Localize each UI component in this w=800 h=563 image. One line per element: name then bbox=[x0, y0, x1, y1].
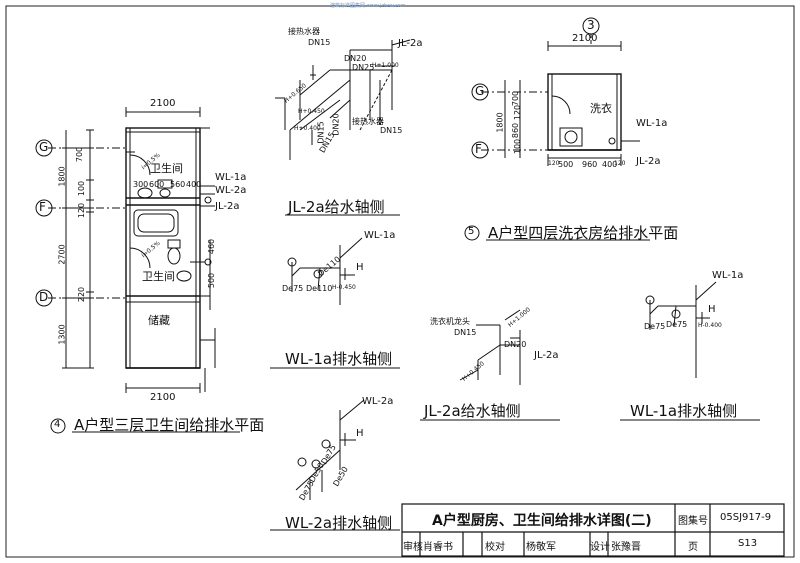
room-bath-upper: 卫生间 bbox=[150, 162, 183, 175]
wl1a-right-de75b: De75 bbox=[666, 320, 688, 329]
wl1a-right-label: WL-1a bbox=[712, 270, 744, 281]
plan4-dim-bottom: 2100 bbox=[150, 392, 176, 403]
axis-d-label: D bbox=[39, 290, 49, 304]
fixture-dim-1: 300 bbox=[133, 180, 149, 189]
plan4-dim-top: 2100 bbox=[150, 98, 176, 109]
plan4-left-dim-2: 100 bbox=[77, 180, 87, 197]
wl2a-bottom-label: WL-2a bbox=[362, 396, 394, 407]
atlas-value: 05SJ917-9 bbox=[720, 512, 772, 523]
watermark: 建筑标准图集网 www.jzbzw.com bbox=[330, 3, 406, 9]
caption-5-number: 5 bbox=[468, 226, 475, 237]
caption-5: A户型四层洗衣房给排水平面 bbox=[488, 224, 679, 242]
jl-right-label-3: DN20 bbox=[504, 340, 527, 349]
pipe-wl1a-label: WL-1a bbox=[215, 172, 247, 183]
jl2a-axon-top bbox=[275, 39, 411, 216]
caption-wl1a-right: WL-1a排水轴侧 bbox=[630, 402, 738, 420]
wl1a-mid-de110b: De110 bbox=[306, 284, 333, 293]
jl2a-axon-right bbox=[420, 309, 560, 421]
room-bath-lower: 卫生间 bbox=[142, 270, 175, 283]
jl-top-label-4: DN25 bbox=[352, 63, 375, 72]
plan5-axis-f: F bbox=[475, 142, 482, 156]
right-dim-2: 500 bbox=[207, 272, 217, 289]
drawing-title: A户型厨房、卫生间给排水详图(二) bbox=[432, 513, 652, 529]
pipe-jl2a-label: JL-2a bbox=[215, 201, 240, 212]
review-name: 肖睿书 bbox=[423, 542, 453, 553]
plan5-bottom-dim-4: 400 bbox=[602, 160, 618, 169]
wl2a-bottom-h: H bbox=[356, 428, 364, 439]
wl1a-right-de75a: De75 bbox=[644, 322, 666, 331]
wl2a-axon-bottom bbox=[270, 399, 400, 531]
plan5-bottom-dim-3: 960 bbox=[582, 160, 598, 169]
plan5-left-dim-3: 1800 bbox=[495, 112, 505, 133]
wl1a-right-h-level: H-0.400 bbox=[698, 322, 722, 329]
jl-top-label-13: 接热水器 bbox=[352, 117, 384, 126]
plan5-left-dim-4: 860 bbox=[511, 122, 521, 139]
fixture-dim-4: 400 bbox=[186, 180, 202, 189]
wl1a-right-h: H bbox=[708, 304, 716, 315]
right-dim-1: 460 bbox=[207, 238, 217, 255]
design-name: 张豫晋 bbox=[611, 542, 641, 553]
plan5-left-dim-1: 700 bbox=[511, 90, 521, 107]
fixture-dim-2: 600 bbox=[149, 180, 165, 189]
wl1a-mid-h: H bbox=[356, 262, 364, 273]
plan4-left-dim-7: 1300 bbox=[57, 324, 67, 345]
plan-5-drawing bbox=[464, 17, 650, 241]
jl-top-label-5: JL-2a bbox=[398, 38, 423, 49]
jl-top-label-8: H+0.450 bbox=[298, 108, 325, 115]
atlas-label: 图集号 bbox=[678, 516, 708, 527]
caption-4-number: 4 bbox=[54, 419, 61, 430]
jl-right-label-1: 洗衣机龙头 bbox=[430, 317, 470, 326]
plan5-bottom-dim-5: 120 bbox=[614, 160, 626, 167]
page-label: 页 bbox=[688, 542, 698, 553]
room-laundry: 洗衣 bbox=[590, 102, 612, 115]
plan5-pipe-jl2a: JL-2a bbox=[636, 156, 661, 167]
check-name: 杨敬军 bbox=[526, 542, 556, 553]
plan5-axis-g: G bbox=[475, 84, 485, 98]
plan5-bottom-dim-2: 500 bbox=[558, 160, 574, 169]
plan4-left-dim-3: 1800 bbox=[57, 166, 67, 187]
axis-3-label: 3 bbox=[587, 18, 595, 32]
caption-wl1a-mid: WL-1a排水轴侧 bbox=[285, 350, 393, 368]
jl-top-label-2: DN15 bbox=[308, 38, 331, 47]
jl-top-label-14: DN15 bbox=[380, 126, 403, 135]
fixture-dim-3: 560 bbox=[170, 180, 186, 189]
plan5-pipe-wl1a: WL-1a bbox=[636, 118, 668, 129]
caption-wl2a-bottom: WL-2a排水轴侧 bbox=[285, 514, 393, 532]
plan4-left-dim-6: 220 bbox=[77, 286, 87, 303]
plan4-left-dim-4: 120 bbox=[77, 202, 87, 219]
review-label: 审核 bbox=[403, 542, 423, 553]
jl-right-label-4: JL-2a bbox=[534, 350, 559, 361]
wl1a-mid-h-level: H-0.450 bbox=[332, 284, 356, 291]
jl-right-label-2: DN15 bbox=[454, 328, 477, 337]
axis-g-label: G bbox=[39, 140, 49, 154]
wl1a-mid-label: WL-1a bbox=[364, 230, 396, 241]
pipe-wl2a-label: WL-2a bbox=[215, 185, 247, 196]
axis-f-label: F bbox=[39, 200, 46, 214]
caption-jl2a-top: JL-2a给水轴侧 bbox=[288, 198, 385, 216]
jl-top-label-6: H+1.000 bbox=[372, 62, 399, 69]
sheet-border bbox=[5, 5, 795, 558]
plan5-dim-top: 2100 bbox=[572, 33, 598, 44]
caption-4: A户型三层卫生间给排水平面 bbox=[74, 416, 265, 434]
design-label: 设计 bbox=[590, 542, 610, 553]
plan5-left-dim-2: 120 bbox=[513, 104, 523, 121]
plan4-left-dim-1: 700 bbox=[75, 146, 85, 163]
wl1a-axon-mid bbox=[270, 237, 400, 369]
plan4-left-dim-5: 2700 bbox=[57, 244, 67, 265]
room-storage: 储藏 bbox=[148, 314, 170, 327]
plan5-bottom-dim-1: 120 bbox=[548, 160, 560, 167]
jl-top-label-3: DN20 bbox=[344, 54, 367, 63]
wl1a-mid-de75: De75 bbox=[282, 284, 304, 293]
page-value: S13 bbox=[738, 538, 758, 549]
jl-top-label-9: H+0.400 bbox=[294, 125, 321, 132]
plan5-left-dim-5: 100 bbox=[513, 138, 523, 155]
wl1a-axon-right bbox=[620, 281, 760, 421]
jl-top-label-1: 接热水器 bbox=[288, 27, 320, 36]
check-label: 校对 bbox=[485, 542, 505, 553]
plan-4-drawing bbox=[35, 107, 240, 434]
title-block-frame bbox=[401, 503, 785, 557]
caption-jl2a-right: JL-2a给水轴侧 bbox=[424, 402, 521, 420]
